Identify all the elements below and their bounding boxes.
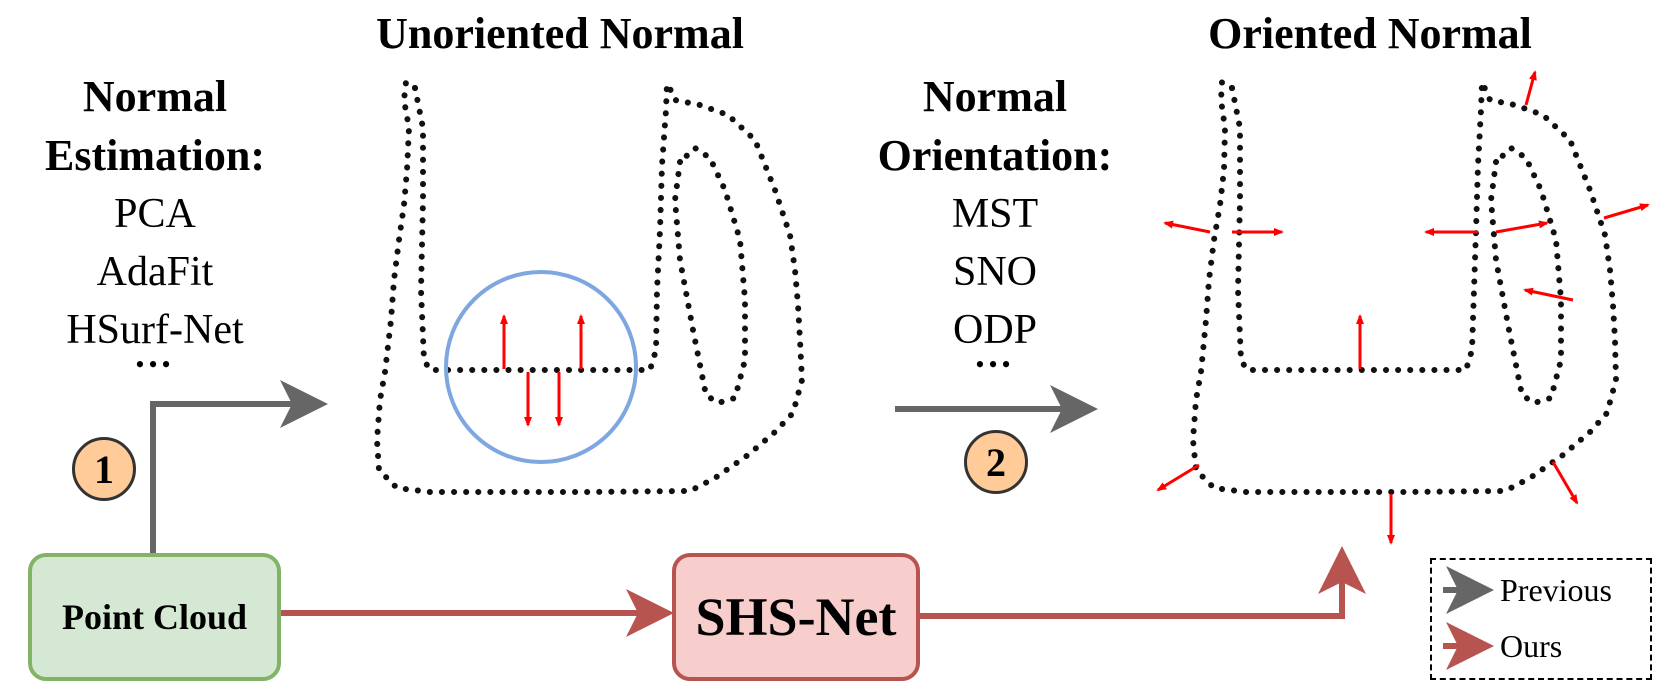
orientation-method: ODP (952, 307, 1038, 353)
orientation-heading-line2: Orientation: (877, 131, 1113, 180)
unoriented-point-cloud (373, 76, 806, 495)
oriented-title: Oriented Normal (1208, 9, 1532, 58)
orientation-method: SNO (952, 249, 1038, 295)
highlight-circle (444, 270, 638, 464)
step-1-badge: 1 (72, 437, 136, 501)
orientation-heading-line1: Normal (922, 72, 1068, 121)
shs-net-box: SHS-Net (672, 553, 920, 681)
orientation-method: MST (951, 191, 1039, 237)
estimation-heading-line2: Estimation: (45, 131, 265, 180)
estimation-method: HSurf-Net (66, 307, 244, 353)
oriented-point-cloud (1189, 76, 1620, 495)
legend-ours-label: Ours (1500, 628, 1563, 664)
oriented-normal-arrows (1156, 70, 1650, 545)
step-2-badge: 2 (964, 430, 1028, 494)
orientation-ellipsis: ••• (975, 350, 1015, 379)
previous-arrow-estimation (150, 380, 328, 553)
legend-previous-label: Previous (1500, 572, 1612, 608)
legend (1430, 558, 1652, 680)
estimation-ellipsis: ••• (135, 350, 175, 379)
estimation-heading-line1: Normal (82, 72, 228, 121)
unoriented-normal-arrows (500, 314, 585, 427)
point-cloud-box: Point Cloud (28, 553, 281, 681)
unoriented-title: Unoriented Normal (376, 9, 744, 58)
estimation-method: PCA (114, 191, 196, 237)
estimation-method: AdaFit (96, 249, 214, 295)
ours-arrow-to-oriented (916, 546, 1366, 619)
